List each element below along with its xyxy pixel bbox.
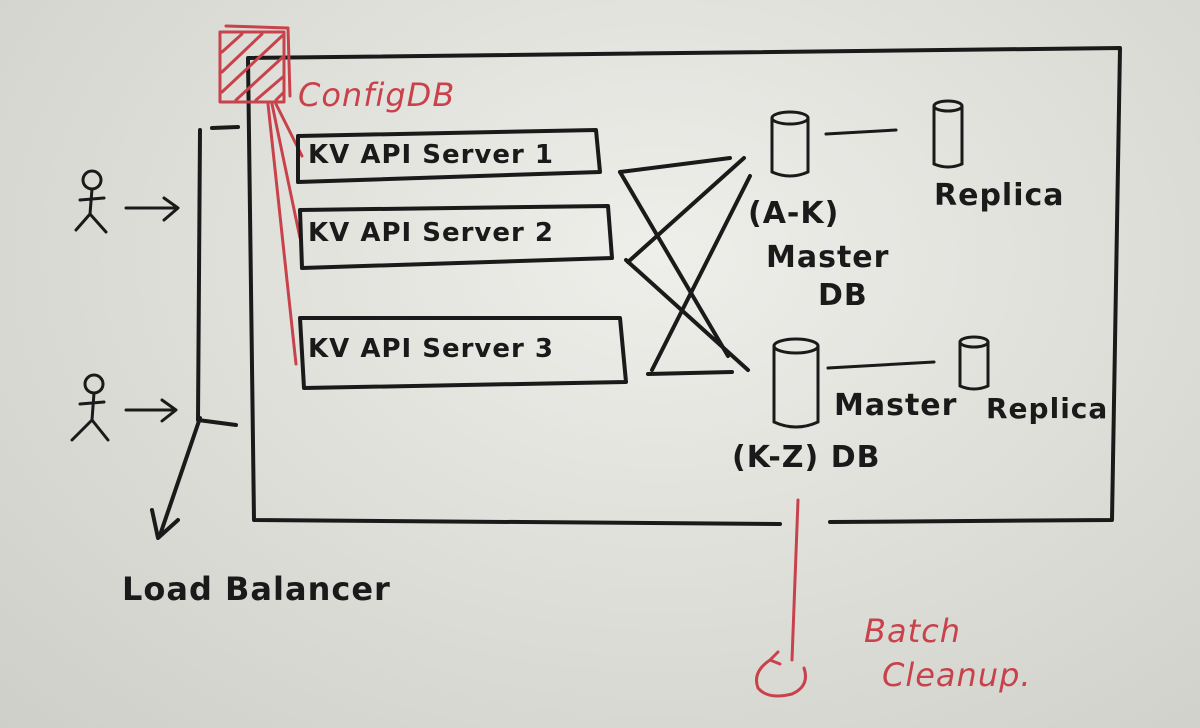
server-db-link [646, 370, 734, 376]
server-2-label: KV API Server 2 [308, 218, 554, 248]
server-db-link [618, 170, 730, 358]
config-link [270, 102, 302, 240]
config-db-label: ConfigDB [298, 76, 456, 114]
load-balancer-label: Load Balancer [122, 570, 391, 608]
server-box-2 [298, 204, 614, 270]
database-cylinder-icon [958, 335, 990, 391]
server-db-link [626, 156, 746, 264]
database-cylinder-icon [770, 110, 810, 178]
server-db-link [618, 156, 732, 174]
shard-1-master: Master [766, 240, 890, 275]
user-icon [70, 373, 110, 442]
batch-link [790, 498, 800, 662]
shard-1-range: (A-K) [748, 196, 840, 231]
load-balancer-bar [196, 125, 240, 427]
config-link [266, 102, 298, 366]
shard-2-master: Master [834, 388, 958, 423]
replication-line [826, 360, 936, 370]
server-db-link [650, 174, 752, 372]
config-db-box-icon [218, 24, 292, 104]
database-cylinder-icon [772, 337, 820, 429]
server-1-label: KV API Server 1 [308, 140, 554, 170]
system-boundary [246, 46, 1122, 526]
user-icon [74, 169, 108, 234]
batch-label: Batch [864, 612, 961, 650]
server-db-link [624, 258, 750, 372]
shard-1-db: DB [818, 278, 868, 313]
server-3-label: KV API Server 3 [308, 334, 554, 364]
replica-1-label: Replica [934, 178, 1065, 213]
cleanup-label: Cleanup. [882, 656, 1032, 694]
load-balancer-arrow [150, 416, 202, 540]
replica-2-label: Replica [986, 392, 1109, 425]
replication-line [824, 128, 898, 136]
server-box-3 [298, 316, 628, 390]
user-arrow [124, 398, 178, 423]
user-arrow [124, 196, 180, 222]
server-box-1 [296, 128, 602, 184]
cleanup-loop-icon [755, 650, 807, 698]
shard-2-range-db: (K-Z) DB [732, 440, 881, 475]
database-cylinder-icon [932, 99, 964, 169]
